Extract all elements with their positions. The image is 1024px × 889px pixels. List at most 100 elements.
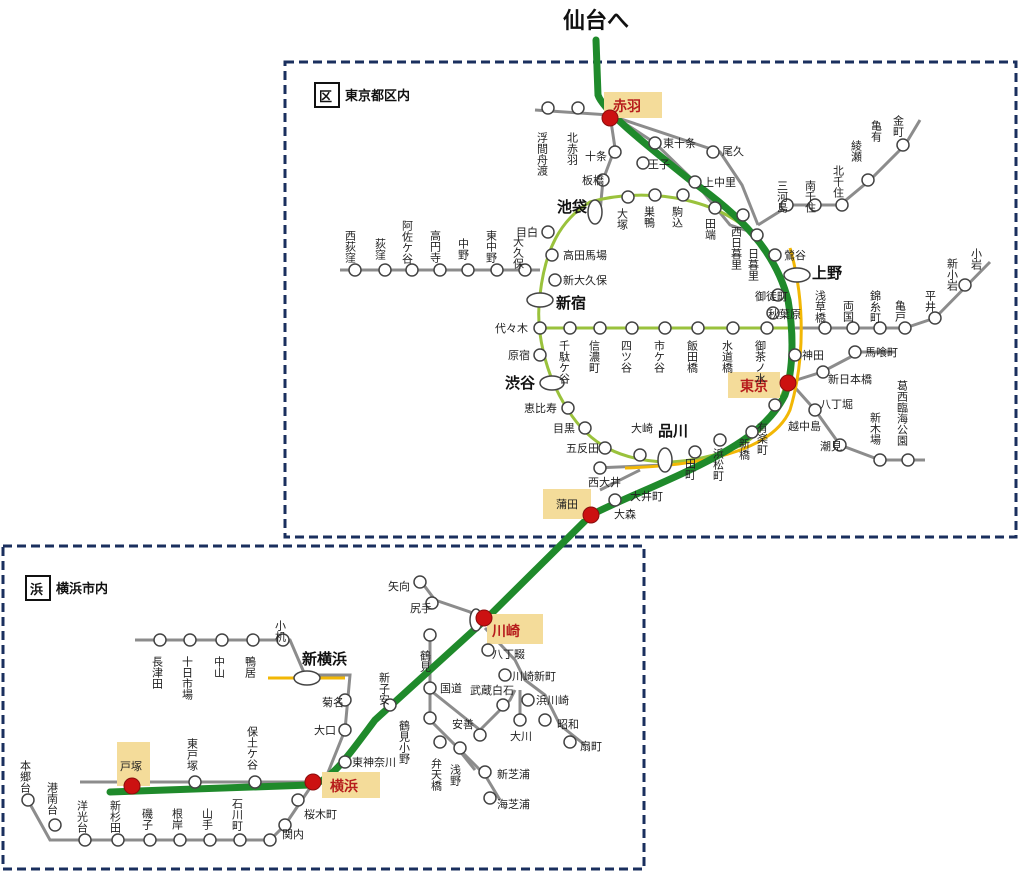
station-konandai: 港南台	[46, 782, 59, 815]
station-tokaichiba: 十日市場	[181, 655, 194, 701]
station-kanda: 神田	[802, 348, 824, 362]
station-higashijujo: 東十条	[663, 136, 696, 150]
tokyo-zone-badge: 区	[319, 90, 332, 105]
station-hodogaya: 保土ケ谷	[246, 725, 259, 771]
station-hamamatsucho: 浜松町	[712, 448, 725, 481]
station-takadanobaba: 高田馬場	[563, 248, 607, 262]
station-umishibaura: 海芝浦	[497, 797, 530, 811]
station-kikuna: 菊名	[322, 695, 344, 709]
tokyo-zone-label: 東京都区内	[345, 88, 410, 104]
station-shinkoiwa: 新小岩	[946, 257, 959, 292]
station-hamakawasaki: 浜川崎	[536, 693, 569, 707]
station-yamate: 山手	[201, 808, 214, 831]
station-oimachi: 大井町	[630, 489, 663, 503]
station-nishiogikubo: 西荻窪	[344, 230, 357, 263]
station-bakurocho: 馬喰町	[865, 345, 898, 359]
station-nishioi: 西大井	[588, 475, 621, 489]
tokyo-zone-badge-box	[314, 82, 340, 108]
station-ukima: 浮間舟渡	[536, 132, 549, 177]
station-tamachi: 田町	[684, 458, 697, 480]
station-shinkiba: 新木場	[869, 411, 882, 446]
station-uguisudani: 鶯谷	[784, 248, 806, 262]
destination-label: 仙台へ	[563, 8, 629, 34]
station-otsuka: 大塚	[616, 207, 629, 230]
station-isogo: 磯子	[141, 808, 154, 830]
station-ueno: 上野	[812, 264, 842, 282]
tokyo-zone-border	[283, 60, 1018, 539]
station-shimbashi: 新橋	[738, 437, 751, 461]
station-koiwa: 小岩	[970, 248, 983, 271]
station-circles	[21, 101, 972, 847]
station-kitaakabane: 北赤羽	[566, 132, 579, 165]
station-shibuya: 渋谷	[505, 374, 536, 392]
station-yokodai: 洋光台	[76, 799, 89, 833]
station-ichigaya: 市ケ谷	[653, 339, 666, 374]
station-hatchobori: 八丁堀	[820, 398, 853, 411]
station-kameido: 亀戸	[894, 299, 907, 323]
station-ryogoku: 両国	[842, 300, 855, 323]
station-etchujima: 越中島	[788, 419, 821, 433]
station-ayase: 綾瀬	[850, 140, 863, 163]
station-anzen: 安善	[452, 717, 474, 731]
station-akihabara: 秋葉原	[768, 307, 801, 321]
station-sakuragicho: 桜木町	[304, 807, 337, 821]
station-ochanomizu: 御茶ノ水	[754, 339, 767, 384]
station-totsuka: 戸塚	[120, 760, 142, 773]
station-nakayama: 中山	[213, 656, 226, 678]
station-nippori: 日暮里	[747, 248, 760, 281]
station-negishi: 根岸	[171, 807, 184, 831]
station-koenji: 高円寺	[429, 229, 442, 263]
station-yotsuya: 四ツ谷	[620, 340, 633, 374]
station-ikebukuro: 池袋	[557, 198, 588, 216]
station-shinnihombashi: 新日本橋	[828, 372, 872, 386]
station-tabata: 田端	[704, 218, 717, 241]
station-mejiro: 目白	[516, 225, 538, 239]
station-sendagaya: 千駄ケ谷	[558, 340, 571, 385]
station-shinkoyasu: 新子安	[378, 671, 391, 706]
orange-line	[624, 247, 803, 470]
station-kawasakishinmachi: 川崎新町	[512, 669, 556, 683]
station-kitasenju: 北千住	[832, 165, 845, 198]
station-asano: 浅野	[449, 764, 462, 786]
yokohama-zone-border	[1, 544, 646, 871]
station-shinsugita: 新杉田	[109, 799, 122, 833]
station-hatchonawate: 八丁畷	[492, 648, 525, 661]
station-ebisu: 恵比寿	[524, 401, 557, 415]
station-yokohama: 横浜	[330, 778, 358, 795]
station-mikawashima: 三河島	[776, 180, 789, 214]
station-sugamo: 巣鴨	[643, 206, 656, 229]
station-tokyo: 東京	[740, 378, 768, 395]
station-ishikawacho: 石川町	[231, 798, 244, 831]
station-itabashi: 板橋	[582, 173, 604, 187]
station-yako: 矢向	[388, 579, 410, 593]
station-kasai: 葛西臨海公園	[896, 380, 909, 447]
station-kinshicho: 錦糸町	[869, 289, 882, 323]
station-meguro: 目黒	[553, 422, 575, 435]
station-shinokubo: 新大久保	[563, 273, 607, 287]
station-higashinakano: 東中野	[485, 230, 498, 263]
station-gotanda: 五反田	[566, 442, 599, 455]
station-shitte: 尻手	[410, 601, 432, 615]
station-showa: 昭和	[557, 718, 579, 731]
station-akabane: 赤羽	[613, 99, 641, 115]
station-jujo: 十条	[585, 149, 607, 163]
station-ogikubo: 荻窪	[374, 238, 387, 260]
station-bentenbashi: 弁天橋	[430, 757, 443, 792]
yokohama-zone-badge-box	[25, 575, 51, 601]
yokohama-zone-badge: 浜	[30, 582, 43, 598]
station-osaki: 大崎	[631, 421, 653, 435]
station-kokudo: 国道	[440, 681, 462, 695]
station-shinshibaura: 新芝浦	[497, 767, 530, 781]
station-kannai: 関内	[282, 827, 304, 841]
yokohama-zone-label: 横浜市内	[56, 581, 108, 597]
station-komagome: 駒込	[671, 206, 684, 228]
station-kameari: 亀有	[870, 119, 883, 143]
station-ojiku: 尾久	[722, 145, 744, 158]
major-dots	[123, 109, 797, 795]
station-higashikanagawa: 東神奈川	[352, 755, 396, 769]
station-kamoi: 鴨居	[244, 655, 257, 679]
station-asagaya: 阿佐ケ谷	[401, 220, 414, 265]
station-oguchi: 大口	[314, 723, 336, 737]
station-iidabashi: 飯田橋	[686, 339, 699, 374]
